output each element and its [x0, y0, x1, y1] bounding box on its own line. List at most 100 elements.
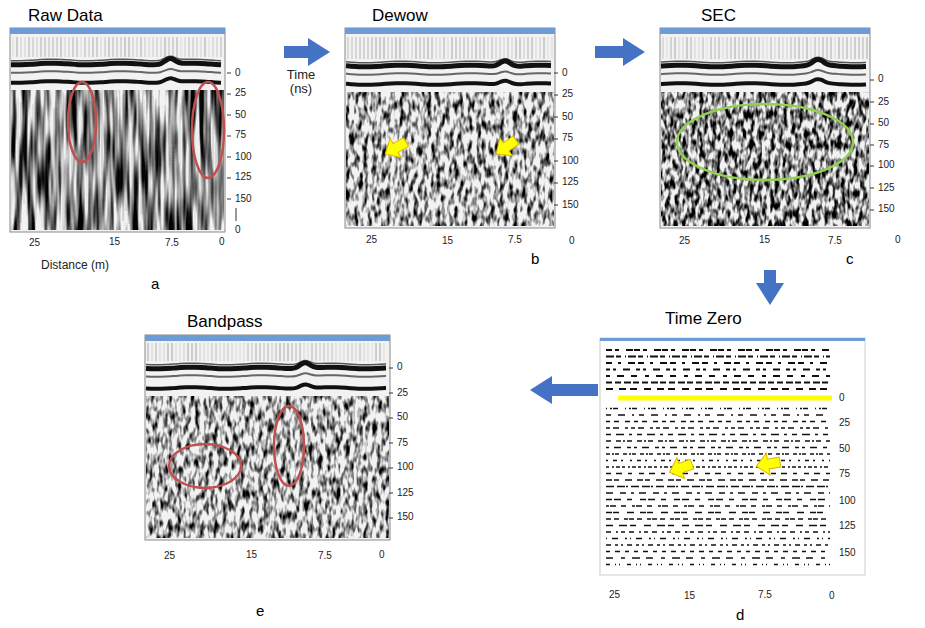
- axis-title: Time (ns): [280, 68, 322, 95]
- axis-tick-mark: [227, 136, 231, 137]
- trace-line: [224, 343, 225, 361]
- trace-line: [835, 37, 836, 59]
- axis-tick-mark: [554, 183, 558, 184]
- trace-line: [217, 37, 218, 57]
- trace-line: [184, 343, 185, 361]
- trace-line: [444, 37, 445, 59]
- trace-line: [412, 37, 413, 59]
- axis-tick-label: 7.5: [757, 590, 773, 601]
- flow-arrow: [284, 46, 308, 58]
- trace-line: [851, 37, 852, 59]
- trace-streak: [153, 96, 154, 223]
- trace-line: [157, 37, 158, 57]
- axis-tick-mark: [389, 518, 393, 519]
- trace-streak: [174, 90, 175, 212]
- trace-line: [300, 343, 301, 361]
- axis-tick-mark: [870, 124, 874, 125]
- reflection-band: [11, 69, 221, 73]
- trace-line: [719, 37, 720, 59]
- trace-line: [791, 37, 792, 59]
- radargram-texture: [11, 37, 874, 565]
- trace-streak: [186, 105, 187, 218]
- trace-line: [779, 37, 780, 59]
- trace-line: [57, 37, 58, 57]
- axis-tick-mark: [554, 161, 558, 162]
- trace-streak: [36, 97, 37, 220]
- radar-noise: [346, 92, 554, 226]
- trace-line: [699, 37, 700, 59]
- trace-line: [552, 37, 553, 59]
- trace-line: [863, 37, 864, 59]
- trace-line: [296, 343, 297, 361]
- trace-line: [492, 37, 493, 59]
- trace-line: [456, 37, 457, 59]
- flow-arrow: [764, 270, 776, 283]
- highlight-ellipse: [677, 104, 853, 180]
- trace-line: [606, 492, 830, 494]
- trace-line: [831, 37, 832, 59]
- axis-tick-label: 100: [561, 156, 580, 167]
- trace-streak: [189, 91, 190, 223]
- flow-arrow: [552, 384, 598, 396]
- trace-line: [428, 37, 429, 59]
- trace-line: [348, 343, 349, 361]
- reflection-band: [346, 71, 551, 74]
- trace-line: [743, 37, 744, 59]
- trace-line: [29, 37, 30, 57]
- trace-line: [97, 37, 98, 57]
- trace-streak: [108, 98, 109, 222]
- trace-line: [356, 37, 357, 59]
- trace-line: [675, 37, 676, 59]
- trace-line: [663, 37, 664, 59]
- reflection-band: [661, 57, 866, 63]
- axis-tick-label: 0: [894, 235, 902, 246]
- trace-line: [606, 460, 830, 462]
- time-zero-line: [618, 396, 832, 401]
- trace-line: [13, 37, 14, 57]
- axis-tick-label: 125: [396, 488, 415, 499]
- axis-tick-label: 75: [561, 133, 574, 144]
- trace-line: [606, 453, 830, 455]
- trace-line: [344, 343, 345, 361]
- trace-line: [606, 486, 830, 488]
- trace-line: [540, 37, 541, 59]
- radargram-panel: Dewowb: [330, 2, 595, 270]
- trace-streak: [42, 106, 43, 227]
- trace-line: [606, 518, 830, 520]
- radargram-frame: [345, 28, 555, 228]
- trace-line: [129, 37, 130, 57]
- trace-line: [606, 505, 830, 507]
- axis-tick-label: 25: [163, 551, 176, 562]
- panel-title: Time Zero: [665, 309, 742, 329]
- trace-line: [41, 37, 42, 57]
- trace-line: [380, 343, 381, 361]
- reflection-band: [146, 384, 386, 388]
- axis-tick-label: 15: [441, 236, 454, 247]
- highlight-ellipse: [192, 82, 224, 178]
- axis-tick-mark: [227, 178, 231, 179]
- trace-line: [236, 343, 237, 361]
- axis-tick-mark: [227, 115, 231, 116]
- axis-tick-mark: [389, 368, 393, 369]
- trace-line: [606, 434, 830, 436]
- trace-line: [472, 37, 473, 59]
- panel-title: Bandpass: [187, 312, 263, 332]
- axis-tick-mark: [554, 73, 558, 74]
- trace-line: [867, 37, 868, 59]
- axis-tick-label: 0: [396, 362, 404, 373]
- axis-tick-mark: [227, 73, 231, 74]
- axis-tick-mark: [389, 493, 393, 494]
- axis-tick-label: 25: [877, 97, 890, 108]
- trace-line: [201, 37, 202, 57]
- trace-line: [520, 37, 521, 59]
- trace-line: [240, 343, 241, 361]
- trace-streak: [102, 91, 103, 204]
- axis-tick-label: 125: [877, 183, 896, 194]
- panel-letter: a: [151, 275, 159, 292]
- axis-tick-label: 7.5: [507, 235, 523, 246]
- trace-streak: [213, 95, 214, 203]
- reflection-band: [11, 56, 221, 61]
- flow-arrow: [595, 46, 623, 58]
- trace-streak: [30, 104, 31, 202]
